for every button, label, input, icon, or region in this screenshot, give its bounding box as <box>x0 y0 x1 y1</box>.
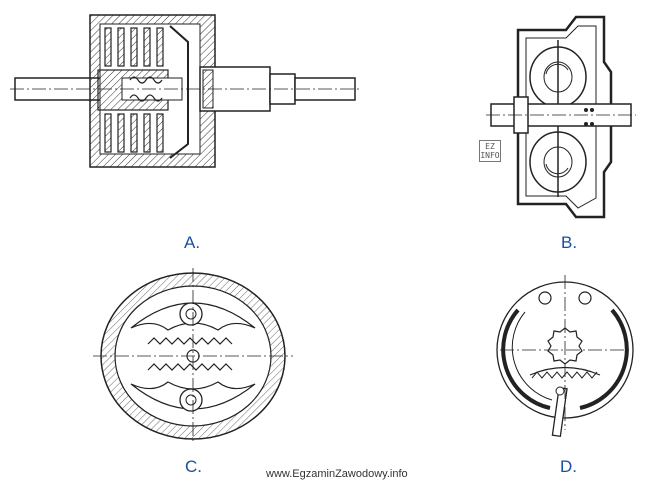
label-d: D. <box>560 457 577 476</box>
figure-d-drawing <box>496 275 634 438</box>
figure-a-drawing <box>10 14 360 168</box>
figure-d-drum-mechanism <box>490 270 640 440</box>
label-b: B. <box>561 233 578 252</box>
figure-b-fluid-coupling <box>486 12 636 222</box>
logo-text: EZ INFO <box>480 142 500 160</box>
figure-c-centrifugal-clutch <box>93 268 293 443</box>
figure-c-drawing <box>93 268 293 443</box>
figure-a-multiplate-clutch <box>10 12 360 177</box>
label-a: A. <box>184 233 201 252</box>
ez-info-logo: EZ INFO <box>479 140 501 162</box>
label-c: C. <box>185 457 202 476</box>
figure-b-drawing <box>486 15 636 219</box>
watermark-url: www.EgzaminZawodowy.info <box>266 468 408 480</box>
